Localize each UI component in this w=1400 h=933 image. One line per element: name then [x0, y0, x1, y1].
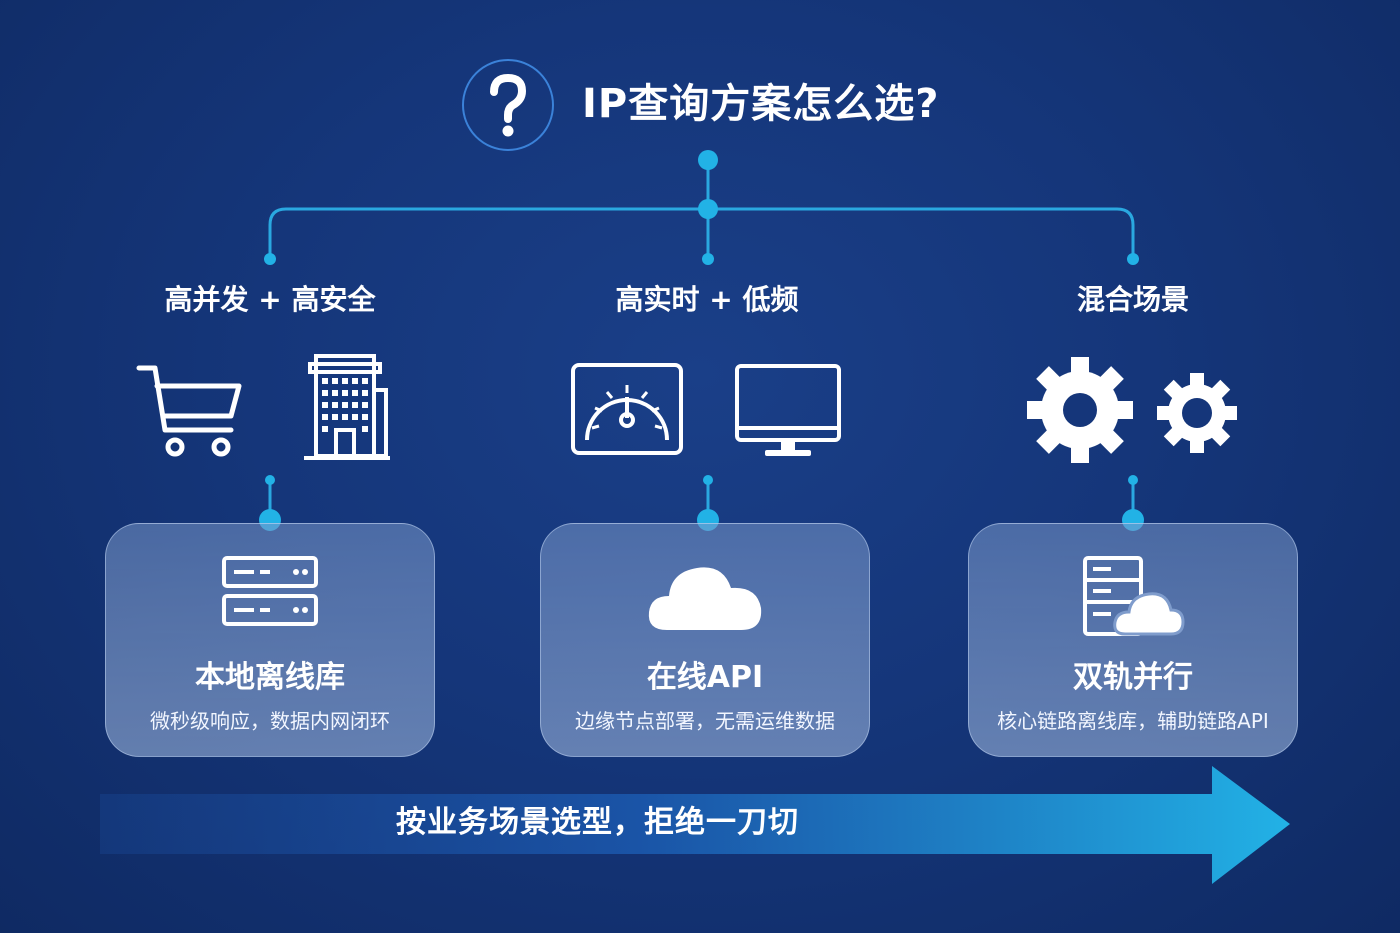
node-dot-right	[1127, 253, 1139, 265]
category-label-right: 混合场景	[1076, 283, 1189, 316]
card-subtitle-online-api: 边缘节点部署，无需运维数据	[575, 709, 835, 733]
node-dot-top	[698, 150, 718, 170]
category-label-center: 高实时 + 低频	[615, 283, 799, 316]
node-dot-junction	[698, 199, 718, 219]
card-title-online-api: 在线API	[646, 660, 764, 695]
question-mark-icon	[462, 59, 554, 151]
card-subtitle-offline-db: 微秒级响应，数据内网闭环	[150, 709, 390, 733]
solution-card-online-api	[540, 523, 870, 757]
category-label-left: 高并发 + 高安全	[164, 283, 376, 316]
node-dot-center-icon	[703, 475, 713, 485]
solution-card-offline-db	[105, 523, 435, 757]
cloud-icon	[541, 558, 869, 634]
desktop-monitor-icon	[735, 364, 841, 456]
small-gear-icon	[1157, 373, 1237, 453]
node-dot-left	[264, 253, 276, 265]
node-dot-left-icon	[265, 475, 275, 485]
speedometer-gauge-icon	[571, 363, 683, 455]
connector-branch	[268, 207, 1135, 260]
page-title: IP查询方案怎么选?	[582, 81, 940, 127]
banner-text: 按业务场景选型，拒绝一刀切	[396, 805, 799, 840]
node-dot-center	[702, 253, 714, 265]
large-gear-icon	[1027, 357, 1133, 463]
server-rack-icon	[106, 554, 434, 630]
node-dot-right-icon	[1128, 475, 1138, 485]
office-building-icon	[304, 354, 390, 460]
solution-card-dual-track	[968, 523, 1298, 757]
card-title-offline-db: 本地离线库	[195, 660, 345, 695]
card-title-dual-track: 双轨并行	[1073, 660, 1193, 695]
shopping-cart-icon	[136, 365, 242, 457]
server-cloud-icon	[969, 554, 1297, 638]
arrow-banner	[100, 766, 1290, 884]
card-subtitle-dual-track: 核心链路离线库，辅助链路API	[997, 709, 1269, 733]
